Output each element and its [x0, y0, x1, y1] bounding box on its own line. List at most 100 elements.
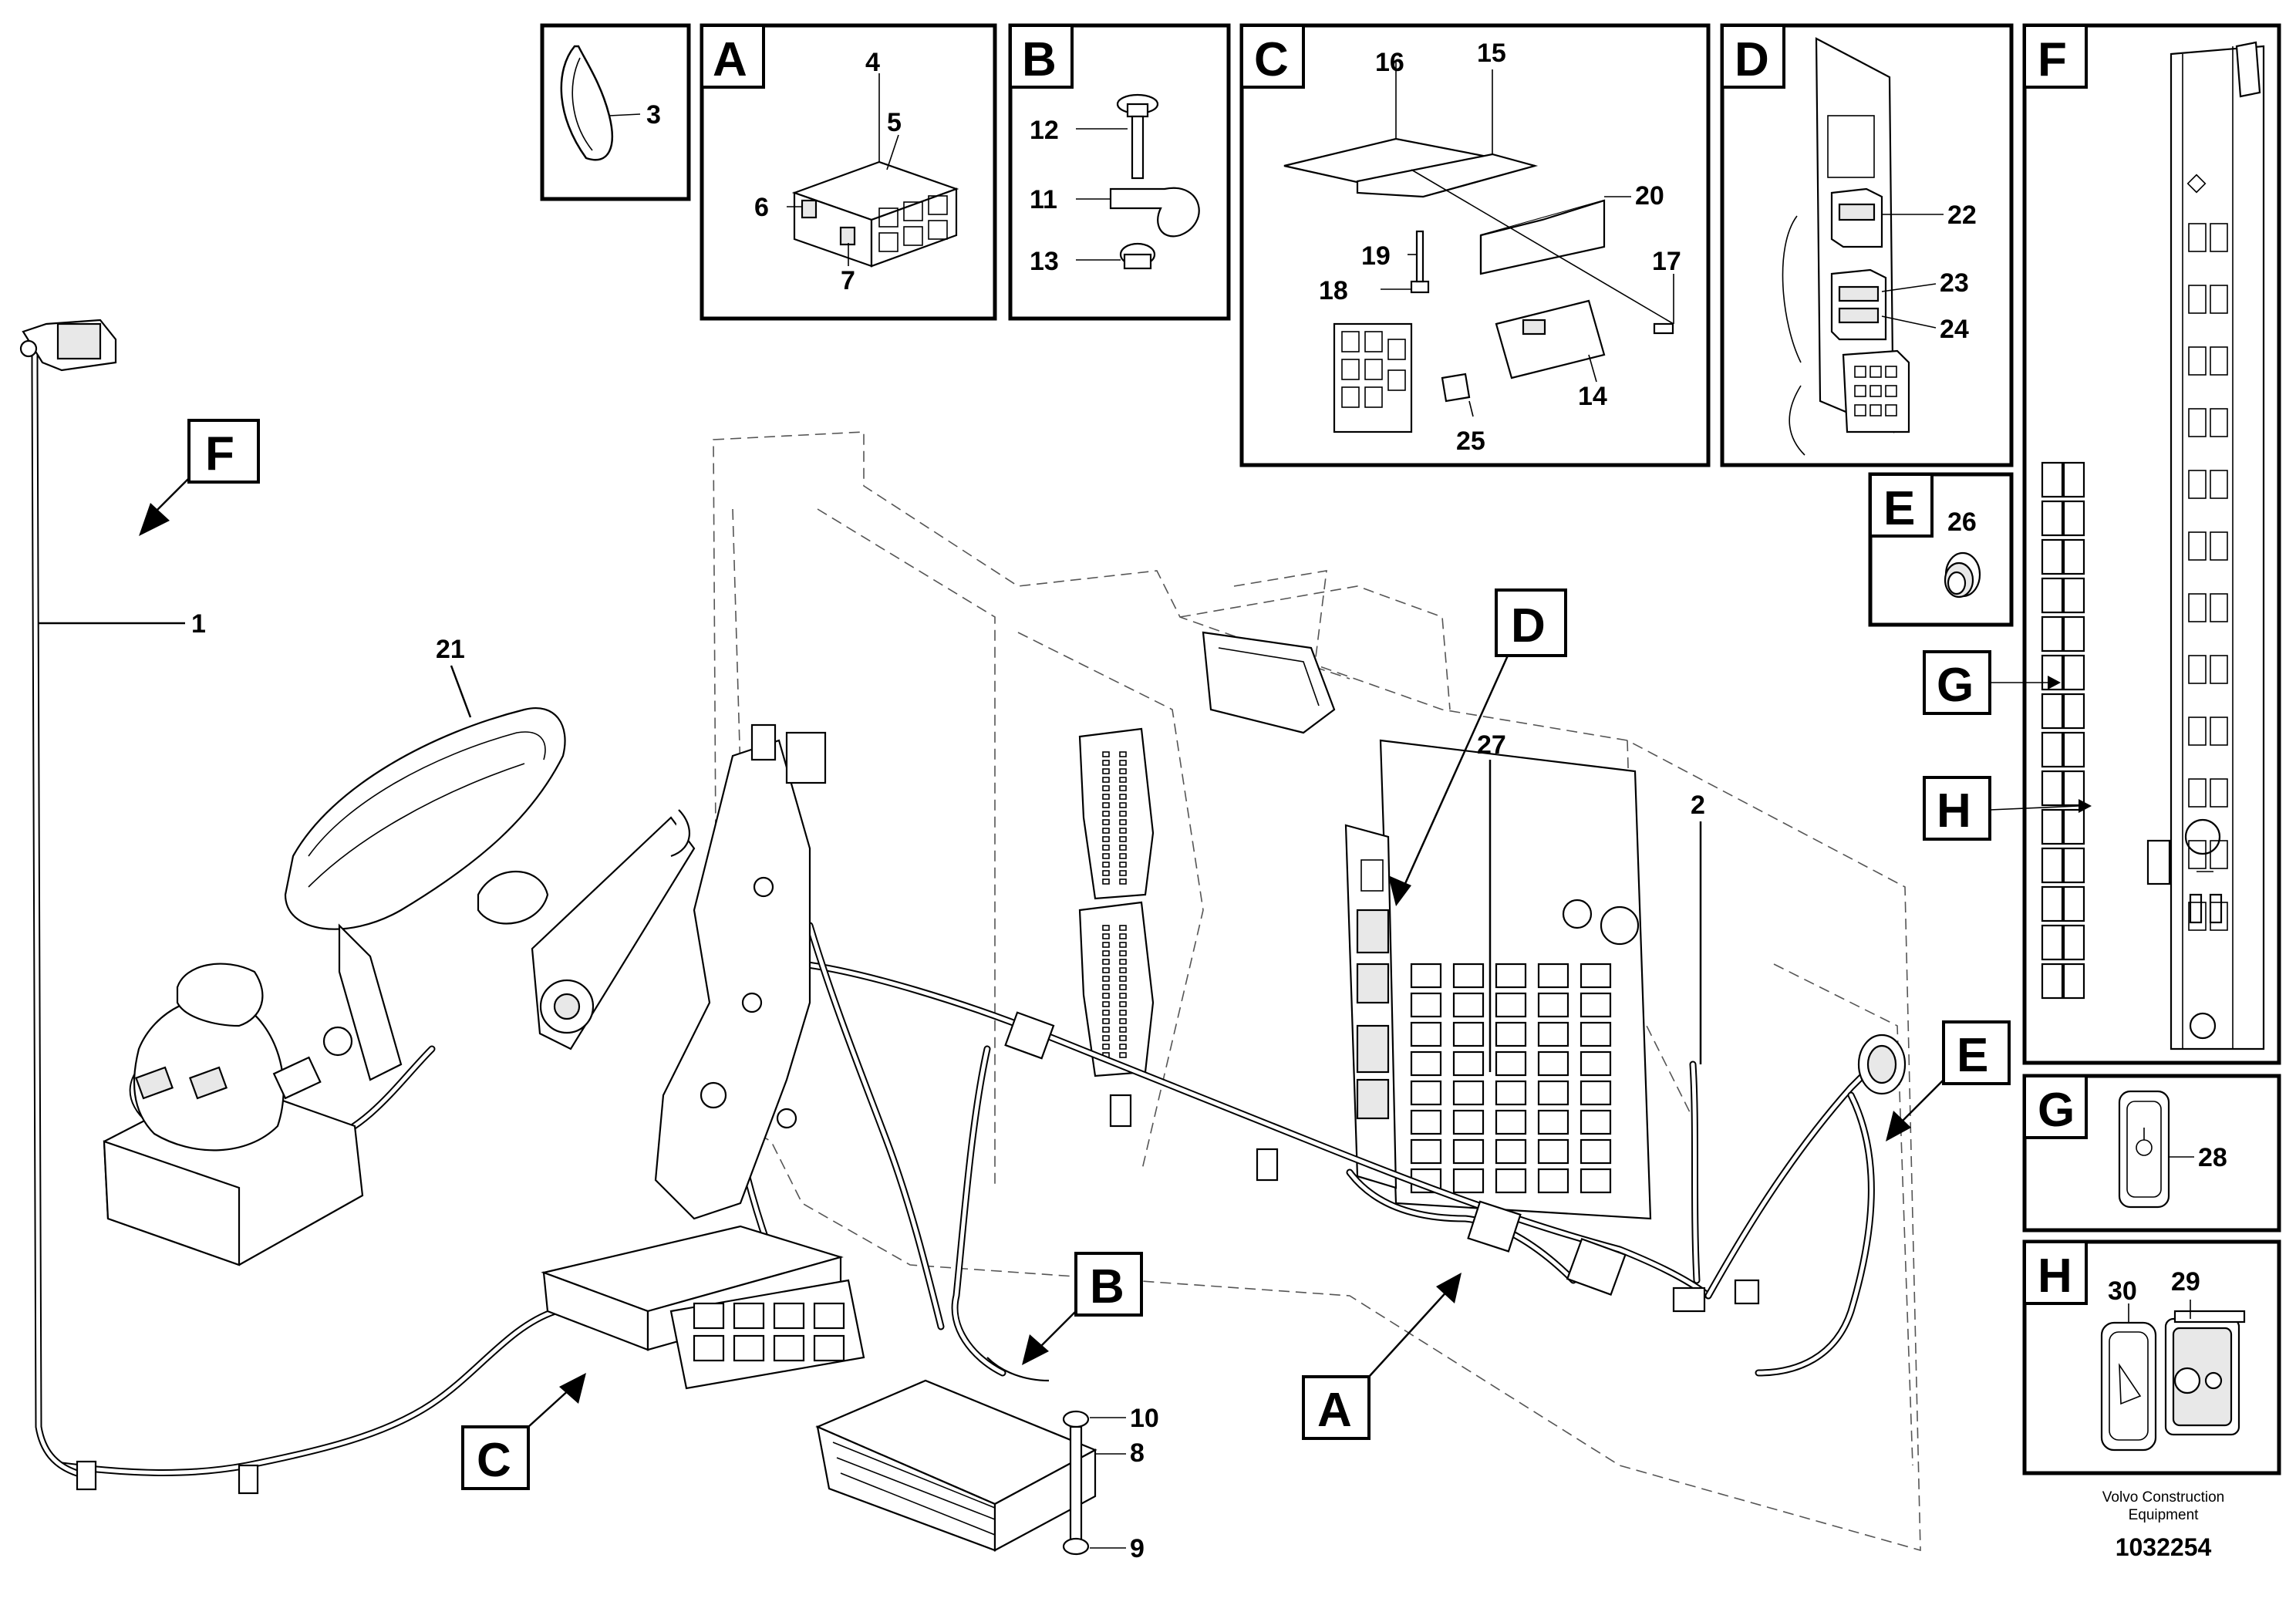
relay — [1410, 1080, 1442, 1106]
ecu-pin — [1102, 862, 1110, 868]
panel-slot — [2188, 531, 2207, 561]
callout-26: 26 — [1947, 508, 1977, 537]
ecu-pin — [1102, 845, 1110, 851]
relay — [1495, 1109, 1527, 1135]
switch-blank — [2041, 731, 2064, 768]
ecu-pin — [1102, 819, 1110, 825]
callout-23: 23 — [1940, 268, 1969, 298]
panel-slot — [2188, 223, 2207, 252]
ecu-pin — [1119, 870, 1127, 876]
switch-blank — [2062, 924, 2085, 961]
relay — [1580, 1138, 1612, 1165]
ecu-pin — [1102, 853, 1110, 859]
ecu-pin — [1119, 984, 1127, 990]
relay — [1452, 1021, 1485, 1047]
switch-blank — [2041, 538, 2064, 575]
panel-slot — [2188, 778, 2207, 808]
panel-slot — [2210, 285, 2228, 314]
detail-box-b: B 12 11 13 — [1008, 23, 1231, 321]
ecu-pin — [1119, 1001, 1127, 1007]
panel-slot — [2188, 593, 2207, 622]
tag-e-main: E — [1886, 1020, 2011, 1141]
relay — [1537, 1050, 1569, 1077]
detail-box-a: A 4 5 6 7 — [700, 23, 997, 321]
callout-14: 14 — [1578, 382, 1607, 411]
relay — [773, 1302, 805, 1330]
ecu-pin — [1119, 802, 1127, 808]
callout-1: 1 — [191, 609, 206, 639]
ecu-pin — [1119, 933, 1127, 939]
callout-5: 5 — [887, 108, 902, 137]
switch-blank — [2041, 693, 2064, 730]
relay — [1410, 992, 1442, 1018]
relay — [1537, 1080, 1569, 1106]
joystick-control — [103, 963, 364, 1266]
ecu-pin — [1119, 942, 1127, 948]
ecu-pin — [1119, 950, 1127, 956]
panel-slot — [2188, 470, 2207, 499]
detail-box-c: C — [1239, 23, 1711, 467]
ecu-pin — [1119, 751, 1127, 757]
ecu-pin — [1119, 925, 1127, 931]
panel-slot — [2210, 717, 2228, 746]
ecu-pin — [1102, 751, 1110, 757]
ecu-pin — [1102, 925, 1110, 931]
detail-letter-g: G — [2038, 1084, 2075, 1137]
switch-blank — [2041, 577, 2064, 614]
ecu-pin — [1119, 976, 1127, 982]
switch-blank — [2041, 500, 2064, 537]
relay — [1495, 1138, 1527, 1165]
relay — [1410, 1138, 1442, 1165]
relay-module-top — [1202, 631, 1336, 734]
ecu-pin — [1102, 777, 1110, 783]
ecu-pin — [1119, 1044, 1127, 1050]
connector-plate-d — [1344, 824, 1397, 1189]
ecu-module-upper — [1078, 727, 1155, 900]
ecu-pin — [1102, 1010, 1110, 1016]
relay — [1452, 1080, 1485, 1106]
switch-slot-column — [2188, 223, 2228, 931]
relay — [1452, 1138, 1485, 1165]
ecu-pin — [1102, 802, 1110, 808]
svg-text:D: D — [1511, 599, 1546, 653]
panel-slot — [2210, 593, 2228, 622]
harness-clips — [1004, 1011, 1907, 1313]
relay — [1495, 1021, 1527, 1047]
detail-box-cable-tie: 3 — [540, 23, 691, 201]
callout-9: 9 — [1130, 1534, 1145, 1563]
panel-slot — [2210, 346, 2228, 376]
switch-blank — [2062, 847, 2085, 884]
svg-text:G: G — [1937, 659, 1974, 712]
switch-blank — [2041, 963, 2064, 1000]
relay — [1410, 1050, 1442, 1077]
company-line-2: Equipment — [2129, 1507, 2200, 1523]
ecu-pin — [1119, 811, 1127, 817]
relay — [1537, 1138, 1569, 1165]
relay — [1410, 1021, 1442, 1047]
callout-12: 12 — [1030, 116, 1059, 145]
relay — [1580, 1109, 1612, 1135]
ecu-pin — [1102, 760, 1110, 766]
ecu-pin — [1102, 1018, 1110, 1024]
callout-15: 15 — [1477, 39, 1506, 68]
relay — [1580, 1080, 1612, 1106]
ecu-pin — [1119, 1027, 1127, 1033]
detail-letter-h: H — [2038, 1249, 2072, 1303]
detail-letter-f: F — [2038, 33, 2067, 86]
tag-c-main: C — [461, 1373, 586, 1490]
callout-20: 20 — [1635, 181, 1664, 211]
callout-25: 25 — [1456, 427, 1485, 456]
detail-box-f: F — [1989, 23, 2281, 1065]
ecu-pin — [1102, 878, 1110, 885]
relay — [1452, 963, 1485, 989]
connector-plate-illustration — [1782, 37, 1910, 456]
detail-box-h: H 30 29 — [2022, 1239, 2281, 1475]
ecu-pin — [1119, 828, 1127, 834]
ecu-pin — [1119, 1052, 1127, 1058]
panel-slot — [2210, 902, 2228, 931]
ecu-pin — [1119, 777, 1127, 783]
ecu-pin — [1119, 967, 1127, 973]
switch-blank — [2062, 731, 2085, 768]
tag-d-main: D — [1388, 588, 1567, 906]
relay — [693, 1334, 725, 1362]
